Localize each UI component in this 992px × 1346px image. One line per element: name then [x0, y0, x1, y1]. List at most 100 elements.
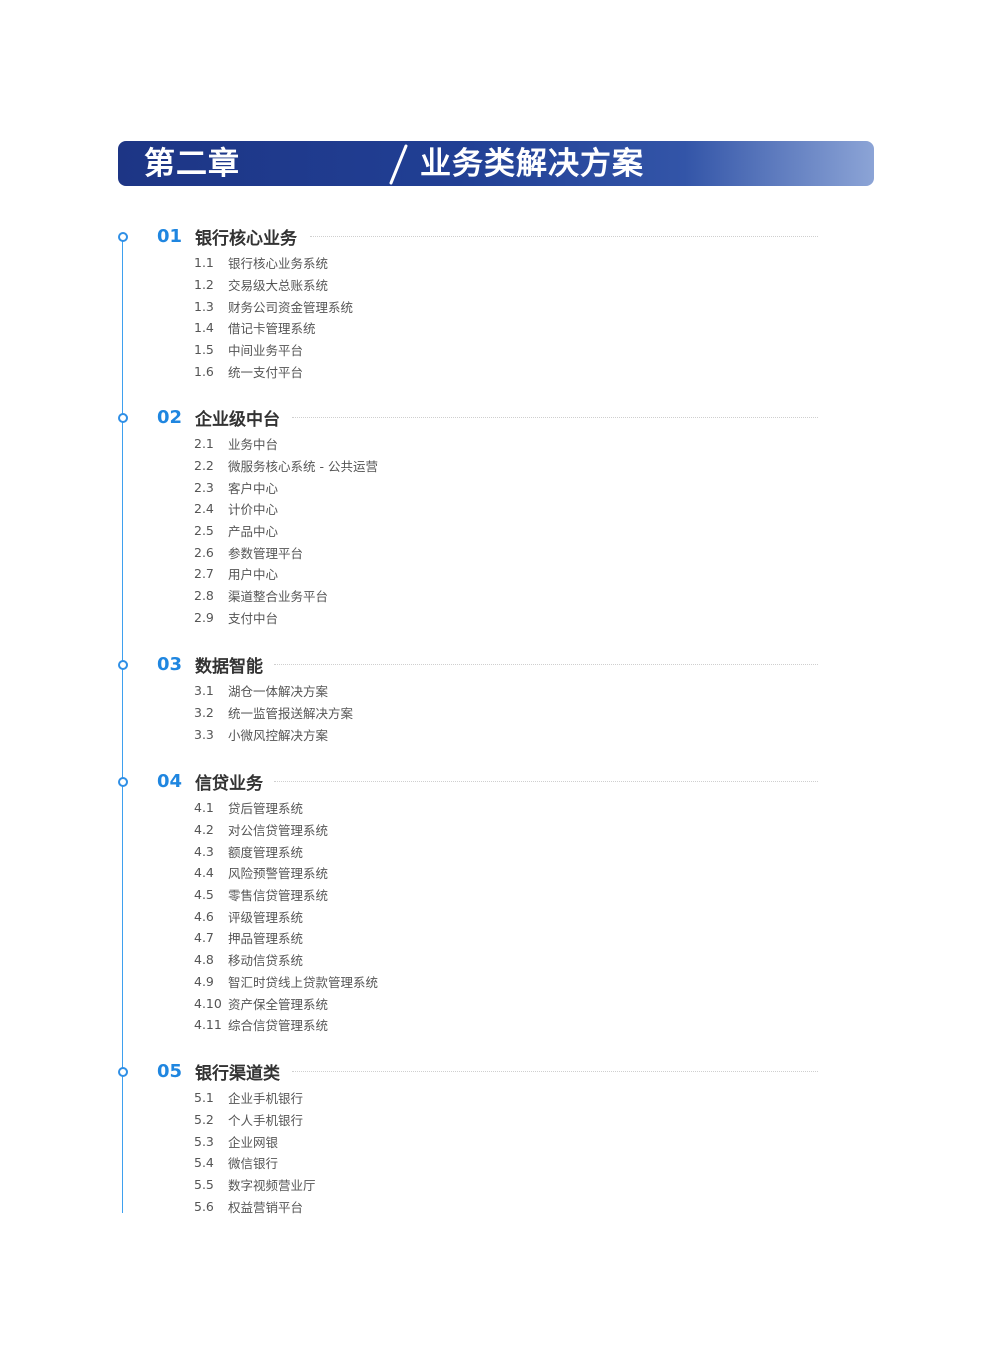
section-title: 银行渠道类	[195, 1063, 280, 1084]
section-heading[interactable]: 04 信贷业务	[157, 769, 263, 794]
toc-item[interactable]: 2.7 用户中心	[194, 563, 378, 585]
timeline-dot-icon	[118, 413, 128, 423]
item-number: 5.3	[194, 1133, 214, 1149]
item-label: 企业网银	[228, 1134, 279, 1150]
section-heading[interactable]: 05 银行渠道类	[157, 1059, 280, 1084]
item-number: 5.5	[194, 1177, 214, 1193]
item-label: 微信银行	[228, 1156, 279, 1172]
toc-item[interactable]: 3.2 统一监管报送解决方案	[194, 702, 353, 724]
item-number: 1.4	[194, 320, 214, 336]
toc-item[interactable]: 5.5 数字视频营业厅	[194, 1174, 316, 1196]
item-label: 零售信贷管理系统	[228, 888, 329, 904]
item-label: 业务中台	[228, 437, 279, 453]
toc-item[interactable]: 4.6 评级管理系统	[194, 905, 378, 927]
section-number: 03	[157, 653, 183, 675]
item-number: 3.2	[194, 705, 214, 721]
dotted-leader	[310, 236, 818, 237]
item-label: 用户中心	[228, 567, 279, 583]
item-number: 5.2	[194, 1112, 214, 1128]
item-label: 数字视频营业厅	[228, 1178, 316, 1194]
timeline-dot-icon	[118, 232, 128, 242]
timeline-dot-icon	[118, 1067, 128, 1077]
toc-item[interactable]: 5.3 企业网银	[194, 1130, 316, 1152]
section-number: 05	[157, 1060, 183, 1082]
item-number: 1.5	[194, 342, 214, 358]
item-label: 评级管理系统	[228, 909, 304, 925]
toc-item[interactable]: 1.3 财务公司资金管理系统	[194, 295, 353, 317]
item-label: 渠道整合业务平台	[228, 589, 329, 605]
item-number: 2.3	[194, 479, 214, 495]
item-number: 2.5	[194, 523, 214, 539]
chapter-number: 第二章	[144, 146, 240, 182]
item-number: 1.3	[194, 298, 214, 314]
item-number: 2.8	[194, 588, 214, 604]
toc-item[interactable]: 4.1 贷后管理系统	[194, 797, 378, 819]
item-number: 4.6	[194, 908, 214, 924]
item-label: 财务公司资金管理系统	[228, 299, 354, 315]
section-number: 04	[157, 770, 183, 792]
item-label: 综合信贷管理系统	[228, 1018, 329, 1034]
item-number: 1.6	[194, 363, 214, 379]
timeline-line	[122, 236, 123, 1213]
item-label: 统一监管报送解决方案	[228, 706, 354, 722]
section-heading[interactable]: 01 银行核心业务	[157, 224, 297, 249]
item-number: 4.1	[194, 800, 214, 816]
item-number: 2.1	[194, 436, 214, 452]
item-number: 4.2	[194, 822, 214, 838]
chapter-banner: 第二章 业务类解决方案	[118, 141, 874, 186]
section-number: 01	[157, 225, 183, 247]
toc-item[interactable]: 5.6 权益营销平台	[194, 1195, 316, 1217]
item-number: 2.7	[194, 566, 214, 582]
section-heading[interactable]: 03 数据智能	[157, 652, 263, 677]
item-number: 3.1	[194, 683, 214, 699]
item-number: 4.10	[194, 995, 222, 1011]
item-number: 5.6	[194, 1198, 214, 1214]
item-number: 5.1	[194, 1090, 214, 1106]
item-number: 2.9	[194, 609, 214, 625]
item-number: 4.4	[194, 865, 214, 881]
item-label: 贷后管理系统	[228, 801, 304, 817]
section-title: 企业级中台	[195, 409, 280, 430]
toc-item[interactable]: 2.8 渠道整合业务平台	[194, 585, 378, 607]
timeline-dot-icon	[118, 660, 128, 670]
item-number: 4.7	[194, 930, 214, 946]
item-number: 2.2	[194, 458, 214, 474]
toc-item[interactable]: 2.5 产品中心	[194, 520, 378, 542]
item-label: 智汇时贷线上贷款管理系统	[228, 974, 379, 990]
item-label: 额度管理系统	[228, 844, 304, 860]
toc-item[interactable]: 2.1 业务中台	[194, 433, 378, 455]
dotted-leader	[274, 781, 818, 782]
section-title: 信贷业务	[195, 773, 263, 794]
item-label: 权益营销平台	[228, 1199, 304, 1215]
section-heading[interactable]: 02 企业级中台	[157, 405, 280, 430]
item-label: 交易级大总账系统	[228, 278, 329, 294]
item-label: 产品中心	[228, 524, 279, 540]
section-title: 银行核心业务	[195, 228, 297, 249]
